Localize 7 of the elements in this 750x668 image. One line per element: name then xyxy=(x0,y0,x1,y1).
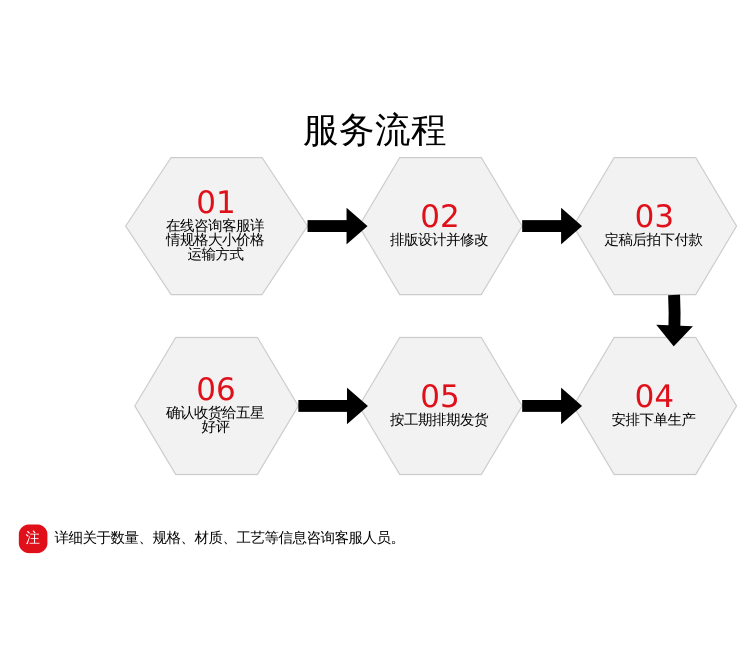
arrow xyxy=(656,294,693,346)
node-label: 详细关于数量、规格、材质、工艺等信息咨询客服人员。 xyxy=(54,530,405,546)
arrow xyxy=(298,387,368,424)
arrow xyxy=(522,387,582,424)
diagram-title: 服务流程 xyxy=(303,110,447,151)
arrow xyxy=(308,207,368,244)
arrow xyxy=(522,207,582,244)
